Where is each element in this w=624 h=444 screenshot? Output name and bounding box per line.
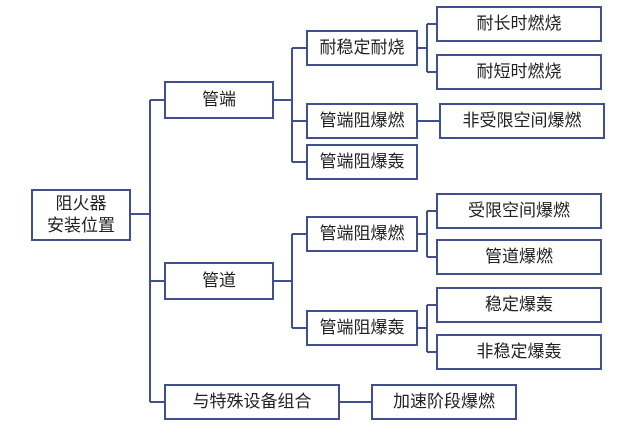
pipe-end-box [164,81,274,119]
stable-label: 稳定爆轰 [485,295,553,315]
pipe-end-label: 管端 [202,90,236,110]
connector-detonation-lower [417,304,437,353]
stable-box [436,287,602,323]
unconfined-label: 非受限空间爆燃 [463,111,582,131]
unstable-box [436,334,602,370]
connector-fire-resistant [417,23,437,73]
long-burn-box [436,6,602,42]
unconfined-box [439,103,605,139]
detonation-lower-label: 管端阻爆轰 [320,318,405,338]
connector-pipe-end [273,47,307,163]
root-label-line2: 安装位置 [47,216,115,236]
short-burn-label: 耐短时燃烧 [477,62,562,82]
connector-root [130,99,165,403]
connector-lines [130,23,440,403]
confined-label: 受限空间爆燃 [468,201,570,221]
detonation-upper-box [306,144,418,180]
pipeline-label: 管道 [202,271,236,291]
deflagration-upper-label: 管端阻爆燃 [320,111,405,131]
equipment-label: 与特殊设备组合 [193,392,312,412]
equipment-box [164,384,340,420]
deflagration-lower-box [306,216,418,252]
connector-pipeline [273,233,307,329]
long-burn-label: 耐长时燃烧 [477,14,562,34]
detonation-upper-label: 管端阻爆轰 [320,152,405,172]
pipe-deflagration-label: 管道爆燃 [485,247,553,267]
unstable-label: 非稳定爆轰 [477,342,562,362]
accelerating-label: 加速阶段爆燃 [393,392,495,412]
fire-resistant-label: 耐稳定耐烧 [320,38,405,58]
confined-box [436,193,602,229]
node-boxes [31,6,605,420]
pipeline-box [164,262,274,300]
root-box [31,189,131,241]
detonation-lower-box [306,310,418,346]
accelerating-box [371,384,517,420]
deflagration-upper-box [306,103,418,139]
pipe-deflagration-box [436,239,602,275]
short-burn-box [436,54,602,90]
deflagration-lower-label: 管端阻爆燃 [320,224,405,244]
connector-deflagration-lower [417,210,437,258]
fire-resistant-box [306,30,418,66]
root-label-line1: 阻火器 [56,194,107,214]
node-labels: 阻火器 安装位置 管端 管道 与特殊设备组合 耐稳定耐烧 管端阻爆燃 管端阻爆轰… [47,14,582,412]
